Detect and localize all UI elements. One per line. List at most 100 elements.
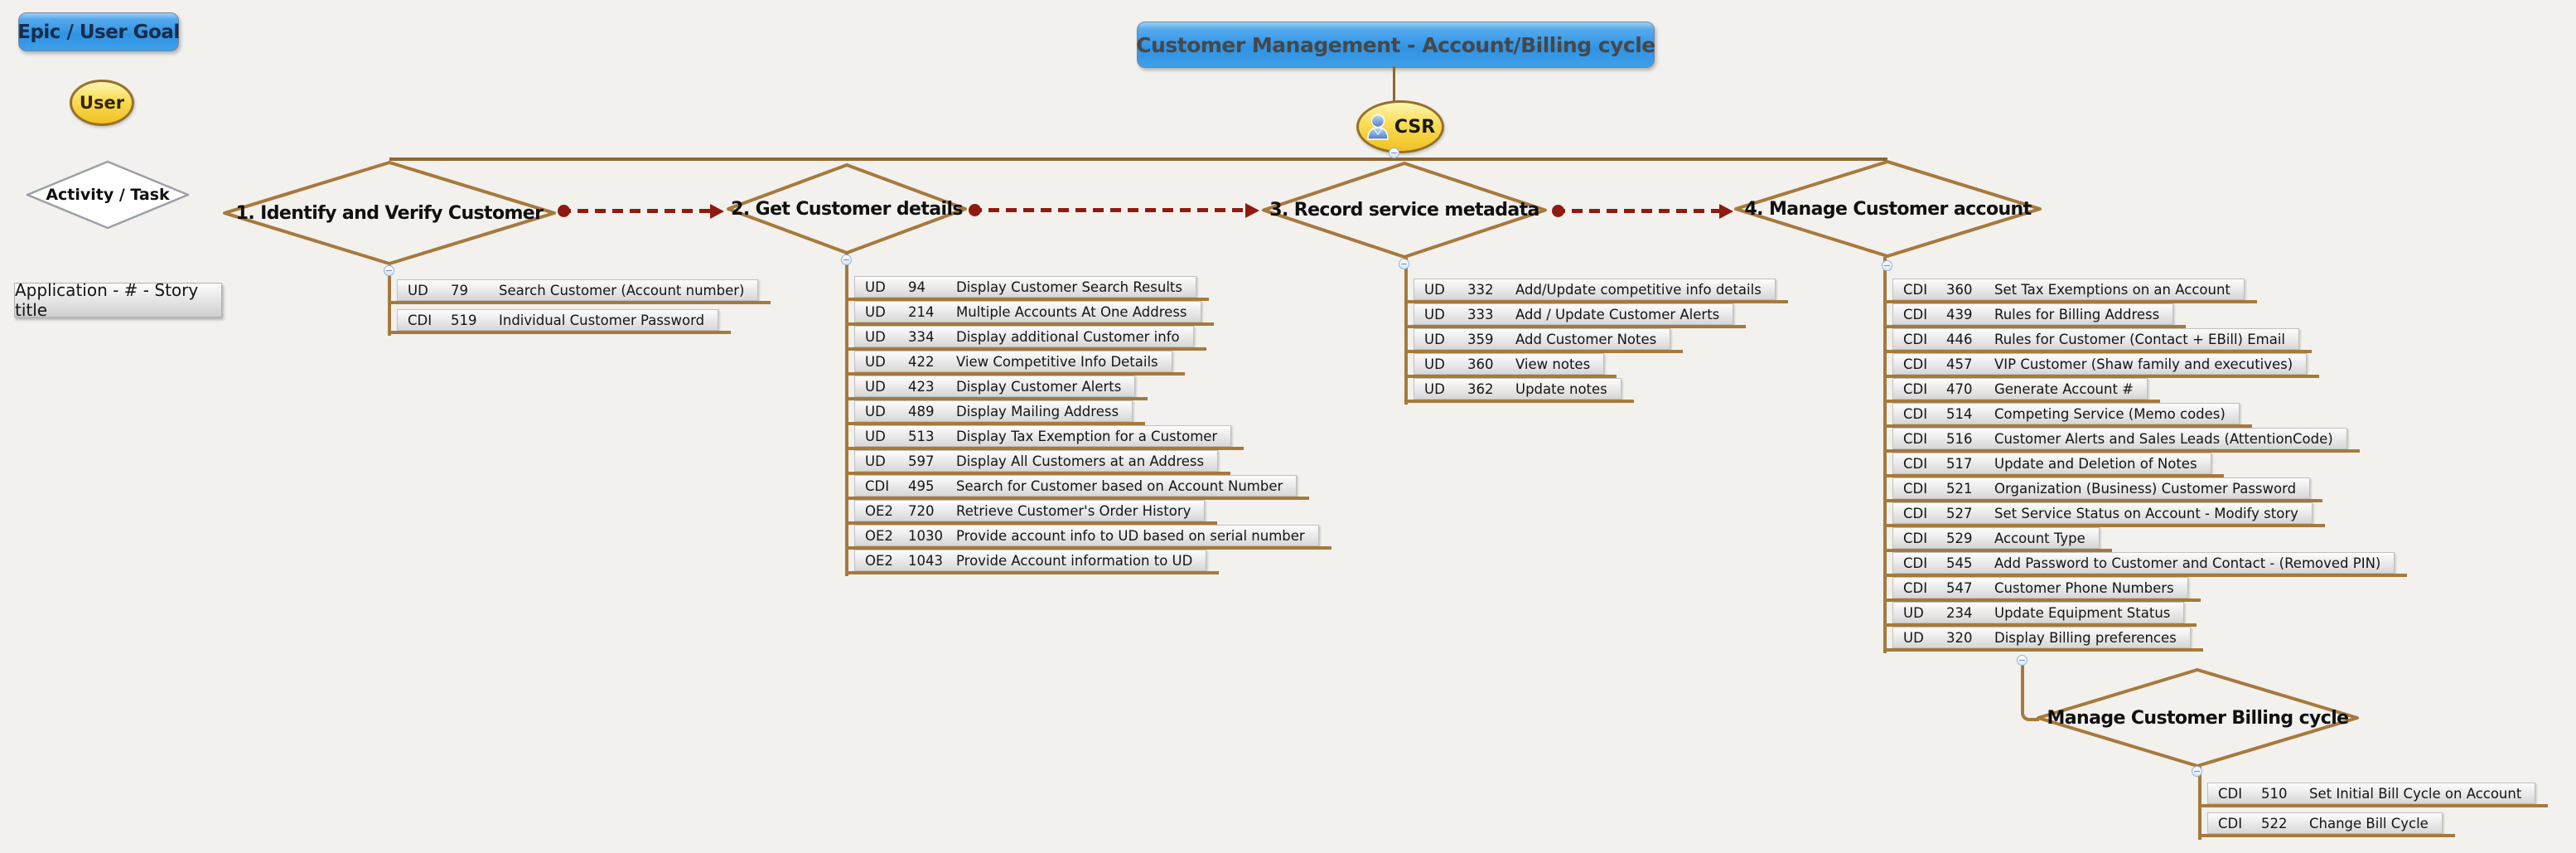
story-app: CDI: [1903, 431, 1928, 447]
story-app: UD: [1424, 381, 1445, 397]
story-id: 334: [908, 329, 935, 345]
diamond-shape: [2037, 668, 2359, 768]
story-id: 423: [908, 379, 935, 395]
story-id: 1043: [908, 553, 943, 569]
activity-diamond-4[interactable]: 4. Manage Customer account: [1733, 159, 2042, 259]
collapse-toggle-activity-4[interactable]: −: [1882, 260, 1892, 271]
story-app: CDI: [2218, 786, 2243, 802]
story-row[interactable]: CDI 516 Customer Alerts and Sales Leads (A…: [1884, 428, 2360, 453]
story-title: Rules for Billing Address: [1994, 307, 2160, 322]
story-title: Add Customer Notes: [1515, 332, 1657, 347]
legend-activity-shape: Activity / Task: [25, 159, 191, 230]
legend-user-shape: User: [70, 80, 134, 126]
story-title: Update notes: [1515, 381, 1607, 397]
story-app: CDI: [1903, 531, 1928, 546]
story-id: 519: [451, 313, 477, 328]
story-id: 94: [908, 279, 926, 295]
story-id: 597: [908, 453, 935, 469]
story-app: UD: [1424, 307, 1445, 322]
epic-title-node[interactable]: Customer Management - Account/Billing cy…: [1136, 22, 1655, 68]
story-title: Customer Phone Numbers: [1994, 580, 2174, 596]
story-id: 516: [1946, 431, 1973, 447]
story-id: 521: [1946, 481, 1973, 497]
story-title: Retrieve Customer's Order History: [956, 503, 1191, 519]
activity-diamond-1[interactable]: 1. Identify and Verify Customer: [222, 160, 557, 266]
dependency-arrow-3-4: [1552, 203, 1733, 219]
story-app: CDI: [2218, 816, 2243, 831]
story-id: 360: [1946, 282, 1973, 298]
dependency-arrow-2-3: [969, 202, 1259, 218]
person-icon: [1367, 114, 1389, 140]
actor-csr-node[interactable]: CSR: [1356, 100, 1444, 153]
collapse-toggle-actor[interactable]: −: [1389, 148, 1399, 158]
collapse-toggle-sub-branch[interactable]: −: [2017, 655, 2027, 666]
activity-diamond-3[interactable]: 3. Record service metadata: [1261, 161, 1548, 259]
collapse-toggle-sub-activity[interactable]: −: [2192, 766, 2202, 777]
legend-activity-label: Activity / Task: [46, 186, 170, 204]
story-id: 514: [1946, 406, 1973, 422]
story-app: OE2: [865, 503, 893, 519]
story-app: UD: [865, 329, 886, 345]
story-id: 79: [451, 283, 468, 298]
story-app: UD: [865, 304, 886, 320]
story-title: Display All Customers at an Address: [956, 453, 1205, 469]
activity-diamond-2[interactable]: 2. Get Customer details: [726, 162, 968, 255]
collapse-toggle-activity-2[interactable]: −: [841, 254, 852, 265]
story-id: 439: [1946, 307, 1973, 322]
story-title: Add/Update competitive info details: [1515, 282, 1762, 298]
collapse-toggle-activity-1[interactable]: −: [384, 265, 394, 276]
story-id: 513: [908, 429, 935, 444]
story-title: Set Initial Bill Cycle on Account: [2309, 786, 2522, 802]
story-app: CDI: [865, 478, 890, 494]
story-app: CDI: [408, 313, 433, 328]
story-app: CDI: [1903, 332, 1928, 347]
story-app: UD: [865, 429, 886, 444]
story-id: 360: [1467, 356, 1494, 372]
story-title: Customer Alerts and Sales Leads (Attenti…: [1994, 431, 2333, 447]
sub-activity-diamond-billing[interactable]: Manage Customer Billing cycle: [2036, 667, 2360, 768]
story-title: Display Customer Search Results: [956, 279, 1182, 295]
story-title: Change Bill Cycle: [2309, 816, 2429, 831]
epic-to-actor-connector: [1393, 66, 1395, 101]
story-title: Account Type: [1994, 531, 2085, 546]
story-title: Multiple Accounts At One Address: [956, 304, 1187, 320]
collapse-toggle-activity-3[interactable]: −: [1399, 259, 1409, 269]
story-app: UD: [865, 354, 886, 370]
story-title: Generate Account #: [1994, 381, 2134, 397]
